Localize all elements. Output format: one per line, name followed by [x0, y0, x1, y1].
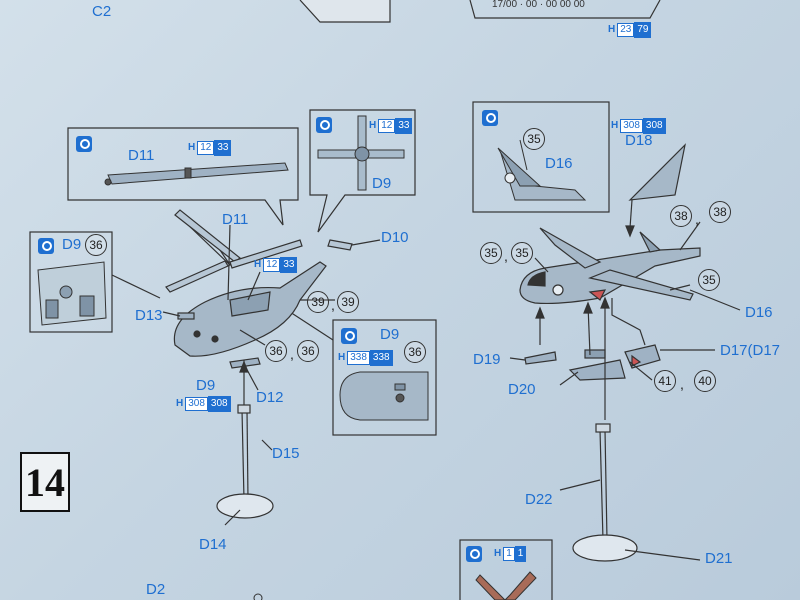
circled-35: 35: [523, 128, 545, 150]
circled-41: 41: [654, 370, 676, 392]
circled-35: 35: [511, 242, 533, 264]
glue-tool-icon: [466, 546, 482, 562]
separator-comma: ,: [331, 297, 335, 313]
circled-39: 39: [337, 291, 359, 313]
separator-comma: ,: [680, 376, 684, 392]
circled-38: 38: [670, 205, 692, 227]
rotor-callout-box: [309, 109, 416, 233]
step-number: 14: [20, 452, 70, 512]
label-d17: D17(D17: [720, 342, 781, 359]
label-d11: D11: [222, 211, 249, 228]
bottom-symbol: [253, 593, 263, 600]
label-d22: D22: [525, 491, 553, 508]
glue-tool-icon: [482, 110, 498, 126]
label-d9-bottom: D9: [196, 377, 216, 394]
top-box-left: [299, 0, 391, 23]
tail-inset-box: [472, 101, 610, 213]
circled-36: 36: [85, 234, 107, 256]
propeller-part: [475, 571, 537, 600]
tail-inset-part: [497, 139, 587, 201]
d9-fuselage-part: [339, 371, 429, 421]
label-d18: D18: [625, 132, 653, 149]
jet-aircraft-model: [519, 221, 741, 311]
glue-tool-icon: [38, 238, 54, 254]
top-partial-text: 17/00 · 00 · 00 00 00: [492, 0, 585, 10]
circled-36: 36: [265, 340, 287, 362]
label-d9-rotor: D9: [372, 175, 392, 192]
circled-38: 38: [709, 201, 731, 223]
label-d9-left: D9: [62, 236, 82, 253]
glue-tool-icon: [316, 117, 332, 133]
separator-comma: ,: [290, 346, 294, 362]
separator-comma: ,: [695, 211, 699, 227]
circled-36: 36: [404, 341, 426, 363]
top-box-right: [469, 0, 661, 19]
circled-40: 40: [694, 370, 716, 392]
circled-36: 36: [297, 340, 319, 362]
circled-35: 35: [698, 269, 720, 291]
d9-left-box: [29, 231, 113, 333]
label-d2: D2: [146, 581, 166, 598]
jet-small-parts: [509, 296, 715, 420]
glue-tool-icon: [76, 136, 92, 152]
circled-35: 35: [480, 242, 502, 264]
label-c2: C2: [92, 3, 112, 20]
label-d10: D10: [381, 229, 409, 246]
glue-tool-icon: [341, 328, 357, 344]
label-d11-box: D11: [128, 147, 155, 164]
label-d16-inset: D16: [545, 155, 573, 172]
separator-comma: ,: [504, 248, 508, 264]
label-d14: D14: [199, 536, 227, 553]
d11-blade-part: [104, 162, 289, 186]
label-d20: D20: [508, 381, 536, 398]
label-d15: D15: [272, 445, 300, 462]
d18-tail-fin-part: [625, 143, 686, 238]
label-d12: D12: [256, 389, 284, 406]
label-d9-inset: D9: [380, 326, 400, 343]
d11-callout-box: [67, 127, 299, 226]
jet-stand: [559, 423, 701, 562]
bottom-box: [459, 539, 553, 600]
label-d16: D16: [745, 304, 773, 321]
d9-interior-part: [37, 261, 107, 326]
d9-rotor-part: [317, 115, 405, 191]
helicopter-stand: [216, 360, 274, 526]
circled-39: 39: [307, 291, 329, 313]
label-d13: D13: [135, 307, 163, 324]
label-d19: D19: [473, 351, 501, 368]
label-d21: D21: [705, 550, 733, 567]
d9-inset-box: [332, 319, 437, 436]
